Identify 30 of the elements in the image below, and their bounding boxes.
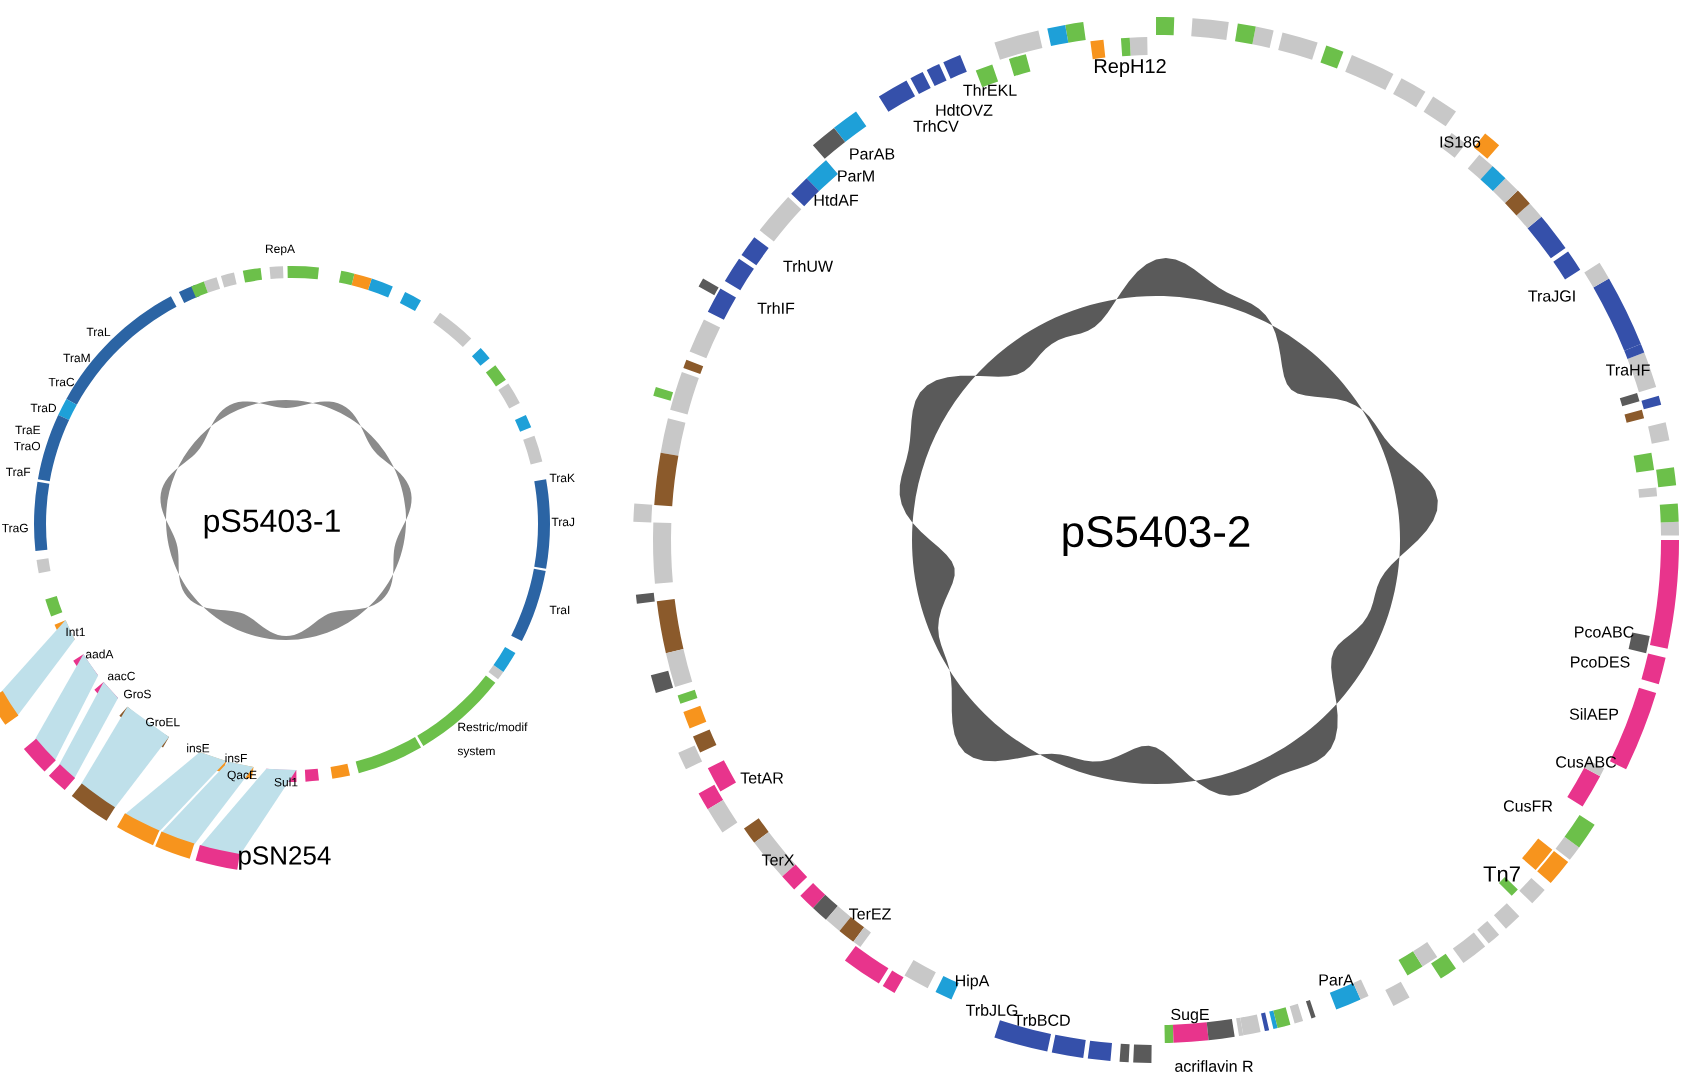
gene-label: TrbJLG [966,1004,1018,1016]
gene-label: ParA [1319,974,1354,986]
plasmid-name: pS5403-2 [1063,516,1250,556]
gene-label: HdtOVZ [936,104,993,116]
gene-label: TerEZ [849,908,891,920]
gene-label: IS186 [1440,136,1481,148]
gene-label: TrhCV [913,120,959,132]
gene-label: ParAB [850,148,895,160]
gene-label: CusFR [1503,800,1553,812]
gene-label: TerX [761,854,795,866]
gene-label: ThrEKL [963,84,1017,96]
gene-label: TraHF [1606,364,1650,376]
gene-label: TetAR [740,772,784,784]
plasmid-name: pSN254 [239,846,331,870]
gene-label: SugE [1171,1008,1209,1024]
gene-label: PcoDES [1571,656,1630,668]
gene-label: acriflavin R [1175,1060,1253,1072]
gene-label: HipA [956,974,990,990]
gene-label: SilAEP [1569,708,1619,720]
gene-label: TraJGI [1528,290,1575,302]
gene-label: Tn7 [1483,866,1520,882]
gene-label: CusABC [1556,756,1617,768]
gene-label: TrhIF [757,302,795,314]
gene-label: PcoABC [1575,626,1634,638]
gene-label: HtdAF [814,194,859,206]
plasmid-name: pS5403-1 [204,509,340,539]
gene-label: ParM [838,170,874,182]
gene-label: TrbBCD [1013,1014,1070,1026]
gene-label: RepH12 [1094,58,1166,78]
gene-label: TrhUW [783,260,833,272]
